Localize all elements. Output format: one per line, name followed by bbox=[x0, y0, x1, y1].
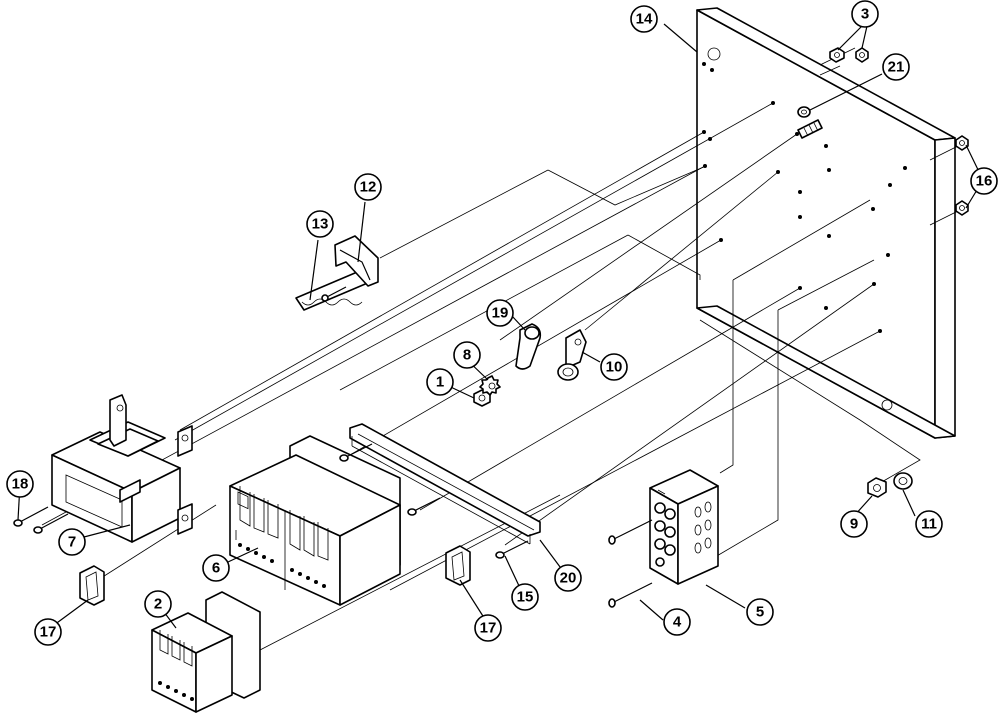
svg-text:11: 11 bbox=[921, 516, 937, 533]
svg-text:14: 14 bbox=[636, 11, 653, 28]
svg-text:16: 16 bbox=[976, 173, 993, 190]
svg-text:4: 4 bbox=[673, 614, 682, 631]
stud-bolt bbox=[797, 119, 823, 139]
callout-7: 7 bbox=[58, 528, 86, 556]
callout-13: 13 bbox=[306, 210, 334, 238]
callout-21: 21 bbox=[882, 53, 910, 81]
callout-15: 15 bbox=[511, 583, 539, 611]
mounting-plate bbox=[696, 7, 956, 439]
lug-19 bbox=[515, 323, 542, 370]
contactor-6 bbox=[229, 435, 401, 606]
callout-2: 2 bbox=[144, 590, 172, 618]
callout-14: 14 bbox=[630, 5, 658, 33]
callout-19: 19 bbox=[486, 299, 514, 327]
callout-10: 10 bbox=[600, 353, 628, 381]
callout-3: 3 bbox=[851, 0, 879, 28]
callout-11: 11 bbox=[915, 510, 943, 538]
washer-11 bbox=[893, 472, 913, 490]
nut-1 bbox=[473, 389, 491, 407]
washer-21 bbox=[797, 106, 811, 118]
callout-20: 20 bbox=[554, 564, 582, 592]
callout-9: 9 bbox=[840, 510, 868, 538]
svg-text:10: 10 bbox=[606, 359, 623, 376]
svg-text:19: 19 bbox=[492, 305, 509, 322]
svg-text:20: 20 bbox=[560, 570, 577, 587]
callout-4: 4 bbox=[663, 608, 691, 636]
svg-text:12: 12 bbox=[360, 179, 377, 196]
callout-17-right: 17 bbox=[474, 614, 502, 642]
callout-12: 12 bbox=[354, 173, 382, 201]
callout-8: 8 bbox=[453, 341, 481, 369]
svg-text:7: 7 bbox=[68, 534, 76, 551]
callout-16: 16 bbox=[970, 167, 998, 195]
svg-text:8: 8 bbox=[463, 347, 471, 364]
svg-text:2: 2 bbox=[154, 596, 162, 613]
screws-18 bbox=[13, 506, 69, 534]
nut-9 bbox=[867, 477, 887, 498]
callout-17-left: 17 bbox=[34, 618, 62, 646]
svg-text:9: 9 bbox=[850, 516, 858, 533]
callout-5: 5 bbox=[746, 598, 774, 626]
svg-text:13: 13 bbox=[312, 216, 329, 233]
svg-text:5: 5 bbox=[756, 604, 764, 621]
end-stop-right bbox=[445, 545, 471, 586]
callout-6: 6 bbox=[202, 554, 230, 582]
transformer bbox=[51, 394, 193, 543]
svg-text:18: 18 bbox=[12, 476, 29, 493]
din-rail bbox=[349, 423, 541, 545]
screws-rail bbox=[339, 443, 529, 559]
svg-text:21: 21 bbox=[888, 59, 905, 76]
clamp-12 bbox=[321, 235, 379, 302]
svg-text:17: 17 bbox=[40, 624, 57, 641]
callout-1: 1 bbox=[426, 368, 454, 396]
nuts-3 bbox=[829, 47, 869, 63]
screws-4 bbox=[608, 519, 653, 608]
terminal-block bbox=[649, 469, 719, 585]
callout-18: 18 bbox=[6, 470, 34, 498]
svg-text:15: 15 bbox=[517, 589, 534, 606]
lock-washer-8 bbox=[479, 375, 501, 396]
end-stop-left bbox=[79, 565, 105, 606]
svg-text:6: 6 bbox=[212, 560, 220, 577]
nuts-16 bbox=[955, 135, 969, 216]
lug-10 bbox=[557, 329, 587, 381]
svg-text:3: 3 bbox=[861, 6, 869, 23]
svg-text:17: 17 bbox=[480, 620, 497, 637]
svg-text:1: 1 bbox=[436, 374, 444, 391]
